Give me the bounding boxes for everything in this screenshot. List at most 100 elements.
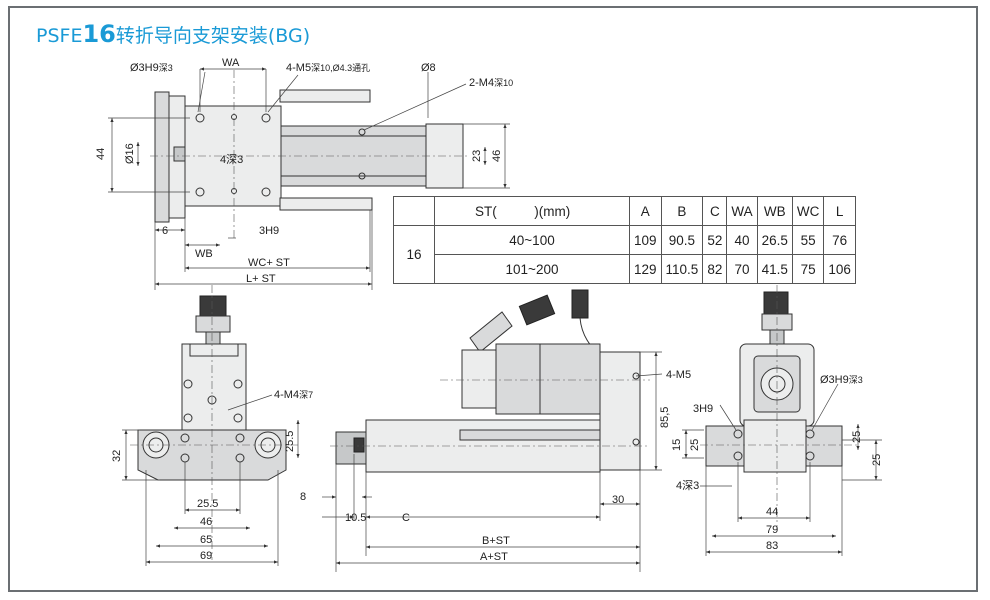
shaft-end bbox=[173, 146, 186, 162]
dim-69-label: 69 bbox=[200, 550, 212, 562]
depth-3-label: 4深3 bbox=[220, 153, 243, 166]
header-b: B bbox=[660, 196, 704, 226]
m5-hole-bl bbox=[195, 187, 205, 197]
cell-l: 106 bbox=[823, 254, 856, 284]
connector-plug bbox=[199, 295, 227, 317]
m5-hole-tr bbox=[261, 113, 271, 123]
cell-a: 129 bbox=[629, 254, 662, 284]
m5-hole-br bbox=[261, 187, 271, 197]
connector-body bbox=[195, 315, 231, 333]
c-label: C bbox=[402, 512, 410, 524]
actuator-face bbox=[181, 343, 247, 441]
cell-a: 109 bbox=[629, 225, 662, 255]
bracket-plate bbox=[137, 429, 287, 481]
header-l: L bbox=[823, 196, 856, 226]
m4-label: 4-M4深7 bbox=[274, 389, 313, 401]
st-range: 40~100 bbox=[434, 225, 630, 255]
wc-label: WC+ ST bbox=[248, 257, 290, 269]
rear-view: 3H9 15 25 25 25 Ø3H9深3 4深3 44 79 83 bbox=[671, 285, 883, 556]
cell-c: 52 bbox=[702, 225, 728, 255]
spec-row-2: 101~200 129 110.5 82 70 41.5 75 106 bbox=[394, 254, 856, 284]
cell-wc: 75 bbox=[791, 254, 825, 284]
pin-hole-label: Ø3H9深3 bbox=[130, 62, 173, 74]
dim-79-label: 79 bbox=[766, 524, 778, 536]
dim-65-label: 65 bbox=[200, 534, 212, 546]
dim-15-label: 15 bbox=[671, 439, 683, 451]
dim-25c-label: 25 bbox=[871, 454, 883, 466]
pin-hole-label: Ø3H9深3 bbox=[820, 374, 863, 386]
dim-25-5v-label: 25.5 bbox=[284, 431, 296, 452]
cell-wa: 70 bbox=[726, 254, 758, 284]
m4-hole-b bbox=[358, 172, 366, 180]
dim-46-label: 46 bbox=[200, 516, 212, 528]
drawing-title: PSFE16转折导向支架安装(BG) bbox=[36, 20, 310, 48]
header-wa: WA bbox=[726, 196, 758, 226]
m5-label: 4-M5深10,Ø4.3通孔 bbox=[286, 62, 370, 74]
st-header: ST( )(mm) bbox=[434, 196, 630, 226]
dim-83-label: 83 bbox=[766, 540, 778, 552]
dim-32-label: 32 bbox=[111, 450, 123, 462]
d16-label: Ø16 bbox=[124, 143, 136, 164]
connector-upper bbox=[571, 289, 589, 319]
wa-label: WA bbox=[222, 57, 240, 69]
center-block bbox=[743, 419, 807, 473]
m4-label: 2-M4深10 bbox=[469, 77, 513, 89]
gear-head bbox=[599, 351, 641, 471]
connector-plug bbox=[763, 291, 789, 315]
inner-rod bbox=[459, 429, 601, 441]
cable-gland bbox=[205, 331, 221, 345]
dim-10-5-label: 10.5 bbox=[345, 512, 366, 524]
dim-23-label: 23 bbox=[471, 150, 483, 162]
cell-l: 76 bbox=[823, 225, 856, 255]
guide-rod-bottom bbox=[279, 197, 373, 211]
m4-hole-a bbox=[358, 128, 366, 136]
b-label: B+ST bbox=[482, 535, 510, 547]
title-prefix: PSFE bbox=[36, 25, 83, 47]
cell-b: 110.5 bbox=[660, 254, 704, 284]
wb-label: WB bbox=[195, 248, 213, 260]
dim-30-label: 30 bbox=[612, 494, 624, 506]
dim-44-label: 44 bbox=[95, 148, 107, 160]
title-suffix: 转折导向支架安装(BG) bbox=[115, 25, 311, 47]
spec-row-1: 16 40~100 109 90.5 52 40 26.5 55 76 bbox=[393, 225, 856, 284]
a-label: A+ST bbox=[480, 551, 508, 563]
front-view: 4-M4深7 32 25.5 25.5 46 65 69 bbox=[111, 285, 313, 566]
dim-46-label: 46 bbox=[491, 150, 503, 162]
spec-table: ST( )(mm) A B C WA WB WC L 16 40~100 109… bbox=[393, 196, 856, 284]
depth-3-label: 4深3 bbox=[676, 479, 699, 492]
rod-tip bbox=[353, 437, 365, 453]
pin-hole-tl bbox=[195, 113, 205, 123]
top-view: Ø3H9深3 WA 4-M5深10,Ø4.3通孔 Ø8 2-M4深10 44 Ø… bbox=[95, 57, 513, 290]
guide-rod-top bbox=[279, 89, 371, 103]
header-c: C bbox=[702, 196, 728, 226]
motor-body bbox=[495, 343, 601, 415]
header-a: A bbox=[629, 196, 662, 226]
cell-wc: 55 bbox=[791, 225, 825, 255]
dim-25a-label: 25 bbox=[689, 439, 701, 451]
cell-c: 82 bbox=[702, 254, 728, 284]
cell-wb: 26.5 bbox=[756, 225, 793, 255]
dim-6-label: 6 bbox=[162, 225, 168, 237]
dim-8-label: 8 bbox=[300, 491, 306, 503]
dim-25b-label: 25 bbox=[851, 431, 863, 443]
motor-cable-arm bbox=[469, 311, 513, 353]
dim-85-5-label: 85,5 bbox=[659, 407, 671, 428]
st-range: 101~200 bbox=[434, 254, 630, 284]
title-size: 16 bbox=[82, 20, 116, 48]
header-wc: WC bbox=[791, 196, 825, 226]
spec-header-row: ST( )(mm) A B C WA WB WC L bbox=[393, 196, 856, 226]
model-cell: 16 bbox=[393, 225, 435, 284]
cell-wa: 40 bbox=[726, 225, 758, 255]
h3-label: 3H9 bbox=[693, 403, 713, 415]
mount-plate bbox=[154, 91, 170, 223]
dim-44-label: 44 bbox=[766, 506, 778, 518]
connector-mid bbox=[518, 294, 556, 326]
m5-label: 4-M5 bbox=[666, 369, 691, 381]
dim-25-5-label: 25.5 bbox=[197, 498, 218, 510]
h3-label: 3H9 bbox=[259, 225, 279, 237]
l-label: L+ ST bbox=[246, 273, 276, 285]
header-wb: WB bbox=[756, 196, 793, 226]
cell-b: 90.5 bbox=[660, 225, 704, 255]
d8-label: Ø8 bbox=[421, 62, 436, 74]
